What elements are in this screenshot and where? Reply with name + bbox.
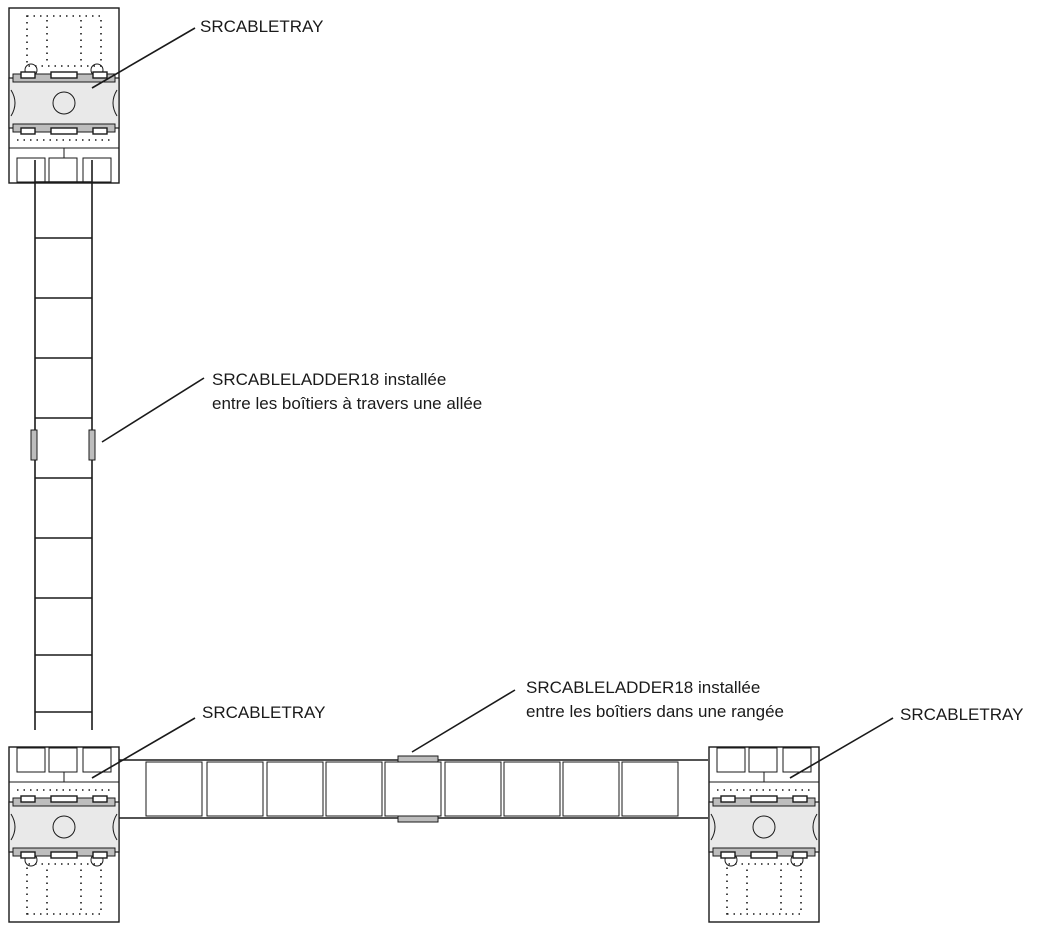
leader-ladder-aisle [101, 377, 205, 443]
leader-tray-bottom-right [789, 717, 894, 779]
leader-tray-bottom-left [91, 717, 196, 779]
label-tray-bottom-right: SRCABLETRAY [900, 705, 1023, 724]
ladder-vertical [30, 160, 96, 730]
leader-ladder-row [411, 689, 516, 753]
label-ladder-aisle-line2: entre les boîtiers à travers une allée [212, 394, 482, 413]
ladder-horizontal [119, 755, 708, 823]
leader-tray-top [91, 27, 196, 89]
enclosure-bottom-right [708, 746, 820, 923]
label-tray-bottom-left: SRCABLETRAY [202, 703, 325, 722]
enclosure-top [8, 7, 120, 184]
label-ladder-aisle-line1: SRCABLELADDER18 installée [212, 370, 446, 389]
label-ladder-row-line2: entre les boîtiers dans une rangée [526, 702, 784, 721]
label-ladder-row-line1: SRCABLELADDER18 installée [526, 678, 760, 697]
enclosure-bottom-left [8, 746, 120, 923]
label-tray-top: SRCABLETRAY [200, 17, 323, 36]
